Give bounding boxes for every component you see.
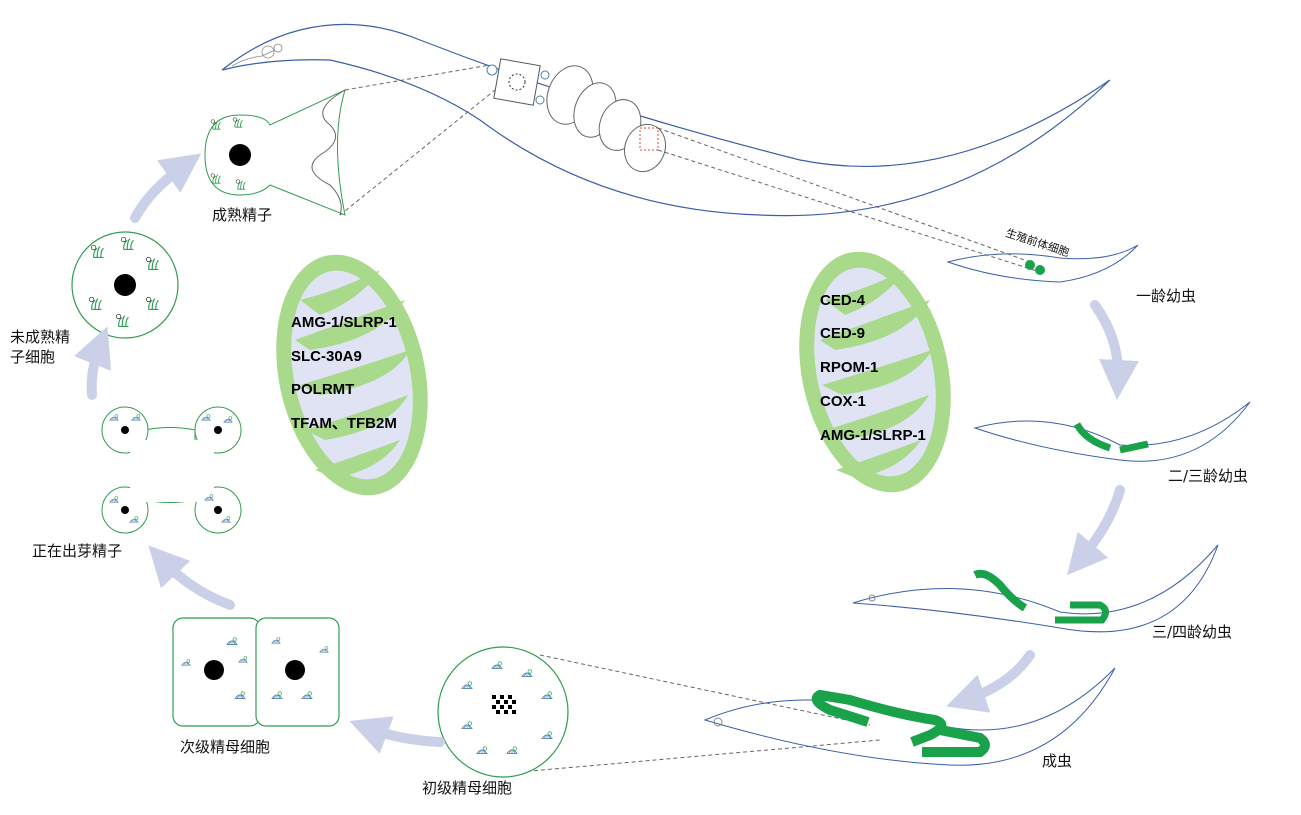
adult-worm-large xyxy=(221,23,1111,217)
cycle-arrows xyxy=(74,153,1139,754)
label-larva-l1: 一龄幼虫 xyxy=(1136,287,1196,305)
secondary-spermatocyte xyxy=(172,617,340,727)
gonad-cells xyxy=(486,58,667,173)
larva-l2l3 xyxy=(973,401,1251,462)
mature-sperm xyxy=(204,89,346,216)
protein-label: POLRMT xyxy=(291,381,354,398)
spermatid-cell xyxy=(71,231,179,339)
mitochondrion-right xyxy=(799,251,951,493)
protein-label: RPOM-1 xyxy=(820,359,878,376)
label-mature-sperm: 成熟精子 xyxy=(212,206,272,224)
protein-label: SLC-30A9 xyxy=(291,348,362,365)
zoom-lines xyxy=(339,64,1041,773)
protein-label: TFAM、TFB2M xyxy=(291,415,397,432)
mito-left-proteins: AMG-1/SLRP-1 SLC-30A9 POLRMT TFAM、TFB2M xyxy=(291,314,397,432)
label-spermatid-1: 未成熟精 xyxy=(10,328,70,346)
protein-label: COX-1 xyxy=(820,393,866,410)
label-secondary-spermatocyte: 次级精母细胞 xyxy=(180,738,270,756)
label-larva-l2l3: 二/三龄幼虫 xyxy=(1168,467,1248,485)
protein-label: CED-9 xyxy=(820,325,865,342)
adult-worm-small xyxy=(703,667,1116,766)
label-adult: 成虫 xyxy=(1042,752,1072,770)
mito-right-proteins: CED-4 CED-9 RPOM-1 COX-1 AMG-1/SLRP-1 xyxy=(820,292,926,444)
protein-label: CED-4 xyxy=(820,292,866,309)
label-spermatid-2: 子细胞 xyxy=(10,348,55,366)
label-primary-spermatocyte: 初级精母细胞 xyxy=(422,779,512,797)
larva-l1 xyxy=(946,244,1139,283)
label-budding-sperm: 正在出芽精子 xyxy=(32,542,122,560)
budding-sperm xyxy=(101,406,242,534)
protein-label: AMG-1/SLRP-1 xyxy=(291,314,397,331)
label-larva-l3l4: 三/四龄幼虫 xyxy=(1152,623,1232,641)
mitochondrion-left xyxy=(276,254,428,496)
protein-label: AMG-1/SLRP-1 xyxy=(820,427,926,444)
primary-spermatocyte xyxy=(437,646,569,778)
larva-l3l4 xyxy=(852,544,1219,633)
